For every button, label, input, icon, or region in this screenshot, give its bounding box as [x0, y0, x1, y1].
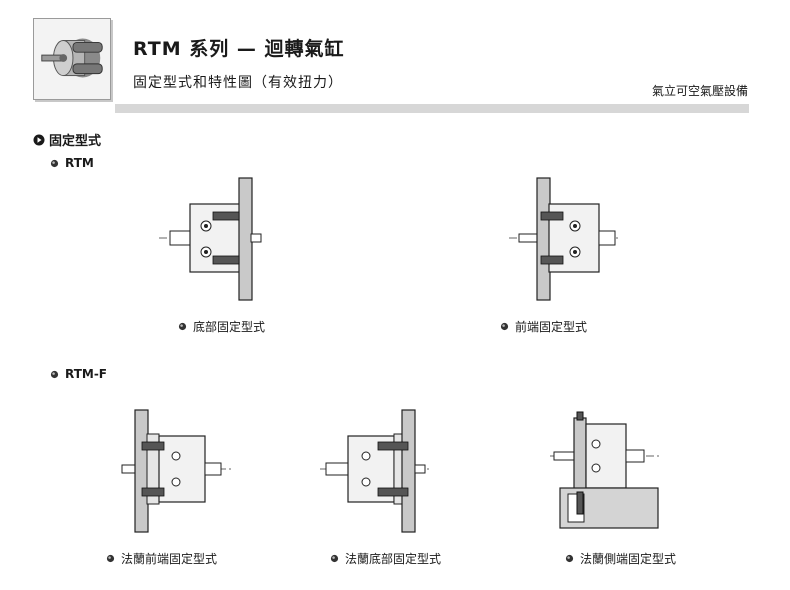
- bullet-dot-icon: [178, 322, 187, 331]
- caption-rtm-f-flange-side: 法蘭側端固定型式: [565, 550, 676, 567]
- bullet-dot-icon: [500, 322, 509, 331]
- rotary-actuator-photo-icon: [34, 19, 110, 99]
- product-photo: [33, 18, 111, 100]
- bullet-dot-icon: [330, 554, 339, 563]
- caption-rtm-f-flange-bottom: 法蘭底部固定型式: [330, 550, 441, 567]
- caption-rtm-bottom-mount: 底部固定型式: [178, 318, 265, 335]
- section-title: 固定型式: [49, 134, 102, 149]
- play-circle-icon: [33, 134, 45, 145]
- drawing-rtm-f-flange-front: [120, 406, 235, 536]
- group-label-rtm-f: RTM-F: [50, 367, 107, 381]
- company-name: 氣立可空氣壓設備: [651, 84, 748, 98]
- header-divider: [115, 104, 749, 113]
- drawing-rtm-f-flange-side: [548, 408, 663, 533]
- drawing-rtm-f-flange-bottom: [318, 406, 433, 536]
- bullet-dot-icon: [50, 370, 59, 378]
- caption-rtm-front-mount: 前端固定型式: [500, 318, 587, 335]
- bullet-dot-icon: [565, 554, 574, 563]
- page-title: RTM 系列 — 迴轉氣缸: [133, 38, 345, 60]
- group-label-rtm: RTM: [50, 156, 94, 170]
- caption-rtm-f-flange-front: 法蘭前端固定型式: [106, 550, 217, 567]
- drawing-rtm-front-mount: [505, 172, 625, 304]
- page-subtitle: 固定型式和特性圖（有效扭力）: [133, 75, 343, 91]
- bullet-dot-icon: [50, 159, 59, 167]
- bullet-dot-icon: [106, 554, 115, 563]
- drawing-rtm-bottom-mount: [155, 172, 265, 304]
- section-heading: 固定型式: [33, 130, 101, 149]
